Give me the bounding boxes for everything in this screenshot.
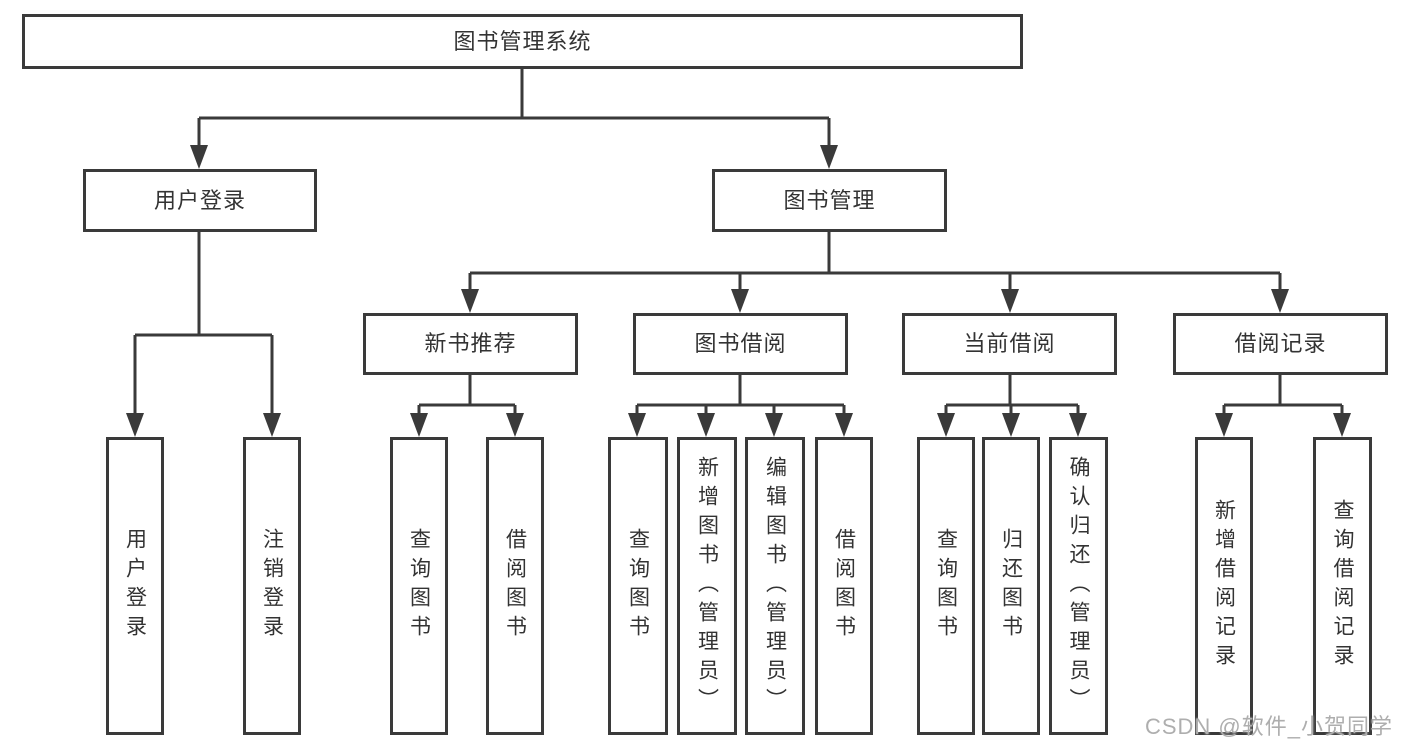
node-book-management-label: 图书管理	[783, 187, 876, 213]
node-user-login-label: 用户登录	[153, 187, 246, 213]
node-borrow-records: 借阅记录	[1173, 313, 1388, 375]
node-root-system: 图书管理系统	[22, 14, 1023, 69]
node-root-system-label: 图书管理系统	[453, 28, 592, 54]
leaf-current-confirm-return-admin-label: 确认归还（管理员）	[1067, 455, 1090, 717]
leaf-borrow-edit-books-admin-label: 编辑图书（管理员）	[763, 455, 787, 717]
connector-user-login	[133, 232, 274, 415]
leaf-user-login-label: 用户登录	[123, 528, 147, 644]
connector-root	[197, 69, 831, 147]
leaf-borrow-add-books-admin-label: 新增图书（管理员）	[695, 455, 719, 717]
leaf-rec-borrow-books-label: 借阅图书	[503, 528, 527, 644]
connector-book-borrow	[635, 375, 846, 415]
leaf-rec-borrow-books: 借阅图书	[486, 437, 544, 735]
leaf-borrow-borrow-books-label: 借阅图书	[832, 528, 856, 644]
connector-current-borrow	[944, 375, 1080, 415]
leaf-current-query-books-label: 查询图书	[934, 528, 958, 644]
leaf-records-query-record: 查询借阅记录	[1313, 437, 1372, 735]
node-new-book-rec-label: 新书推荐	[424, 331, 517, 356]
leaf-borrow-query-books: 查询图书	[608, 437, 668, 735]
csdn-watermark: CSDN @软件_小贺同学	[1144, 714, 1393, 739]
leaf-current-confirm-return-admin: 确认归还（管理员）	[1049, 437, 1108, 735]
leaf-current-return-books: 归还图书	[982, 437, 1040, 735]
leaf-borrow-add-books-admin: 新增图书（管理员）	[677, 437, 737, 735]
node-user-login: 用户登录	[83, 169, 317, 232]
leaf-user-login: 用户登录	[106, 437, 164, 735]
leaf-borrow-edit-books-admin: 编辑图书（管理员）	[745, 437, 805, 735]
leaf-current-query-books: 查询图书	[917, 437, 975, 735]
leaf-rec-query-books: 查询图书	[390, 437, 448, 735]
connector-borrow-records	[1222, 375, 1344, 415]
leaf-borrow-borrow-books: 借阅图书	[815, 437, 873, 735]
leaf-logout-label: 注销登录	[260, 528, 284, 644]
node-book-management: 图书管理	[712, 169, 947, 232]
leaf-records-add-record: 新增借阅记录	[1195, 437, 1253, 735]
node-book-borrow: 图书借阅	[633, 313, 848, 375]
leaf-current-return-books-label: 归还图书	[999, 528, 1023, 644]
leaf-records-add-record-label: 新增借阅记录	[1212, 499, 1236, 673]
node-new-book-rec: 新书推荐	[363, 313, 578, 375]
node-current-borrow-label: 当前借阅	[963, 331, 1056, 356]
connector-book-management	[468, 232, 1282, 291]
leaf-records-query-record-label: 查询借阅记录	[1331, 499, 1354, 673]
node-borrow-records-label: 借阅记录	[1234, 331, 1327, 356]
leaf-borrow-query-books-label: 查询图书	[626, 528, 650, 644]
connector-new-book-rec	[417, 375, 517, 415]
leaf-logout: 注销登录	[243, 437, 301, 735]
node-book-borrow-label: 图书借阅	[694, 331, 787, 356]
node-current-borrow: 当前借阅	[902, 313, 1117, 375]
leaf-rec-query-books-label: 查询图书	[407, 528, 431, 644]
